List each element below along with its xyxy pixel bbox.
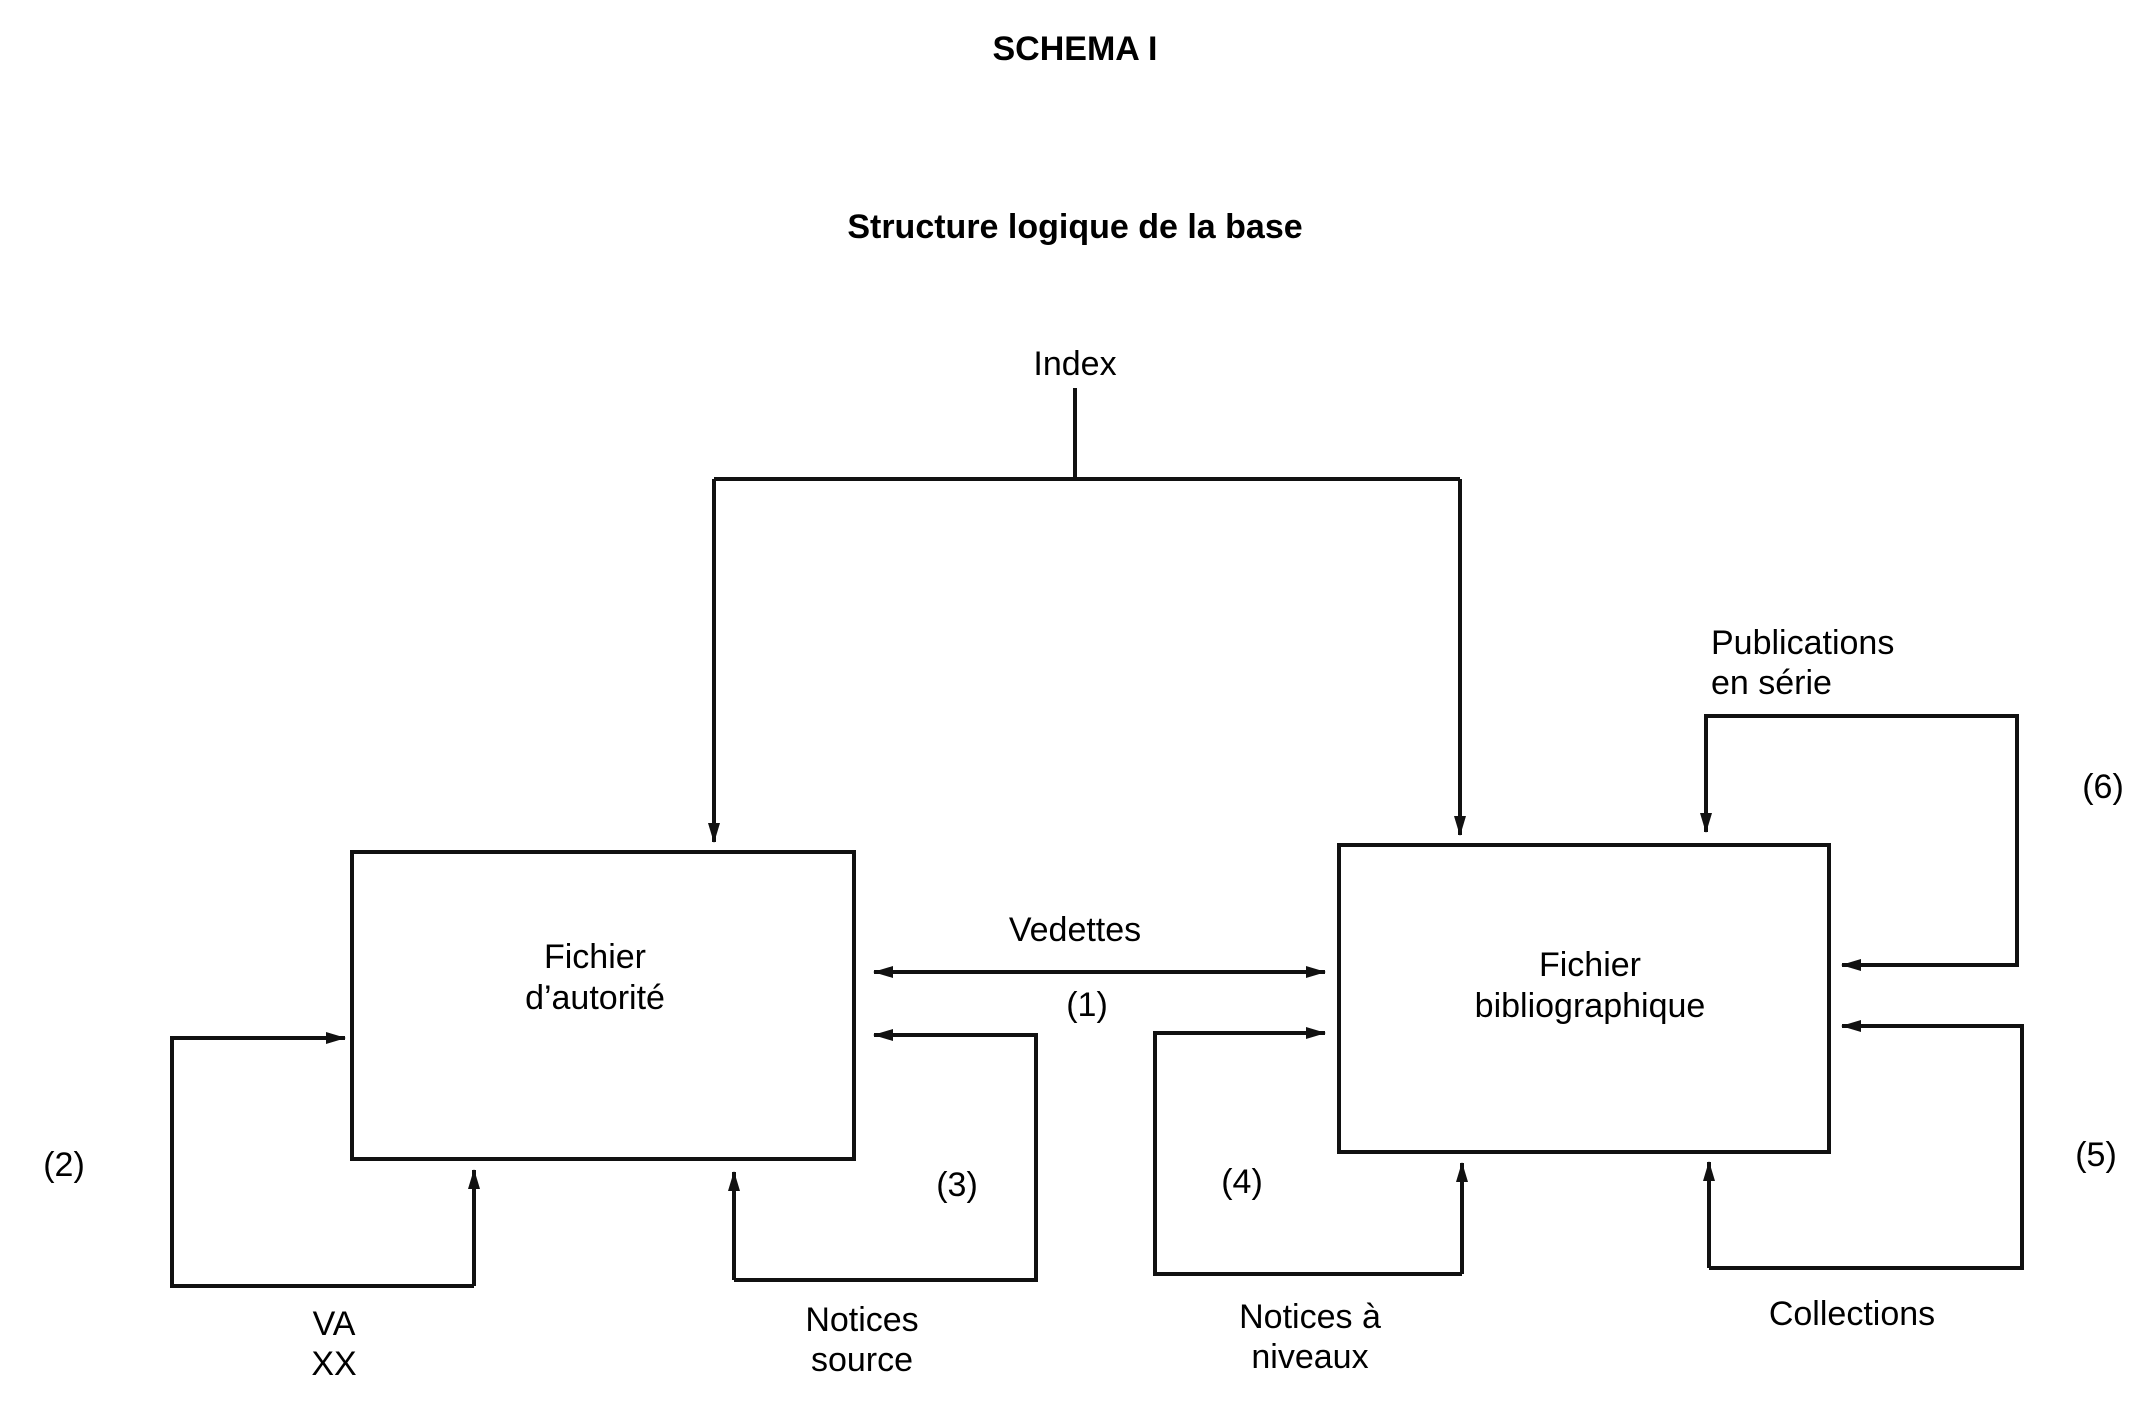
- loop-3-label-line2: source: [811, 1341, 913, 1379]
- loop-5-label: Collections: [1769, 1295, 1935, 1333]
- loop-3-path: [734, 1029, 1038, 1282]
- index-label: Index: [1033, 345, 1116, 383]
- loop-6-label-line1: Publications: [1711, 624, 1894, 662]
- loop-4-number: (4): [1221, 1163, 1263, 1201]
- vedettes-number: (1): [1066, 986, 1108, 1024]
- authority-file-label-line2: d’autorité: [525, 979, 665, 1017]
- loop-6-label-line2: en série: [1711, 664, 1832, 702]
- loop-3-number: (3): [936, 1166, 978, 1204]
- loop-4-label-line1: Notices à: [1239, 1298, 1381, 1336]
- loop-2-label-line2: XX: [311, 1345, 356, 1383]
- authority-file-box: [350, 850, 856, 1161]
- vedettes-label: Vedettes: [1009, 911, 1141, 949]
- bibliographic-file-box: [1337, 843, 1831, 1154]
- loop-6-path: [1700, 714, 2019, 971]
- bibliographic-file-label-line2: bibliographique: [1475, 987, 1706, 1025]
- loop-4-path: [1153, 1027, 1462, 1276]
- loop-2-number: (2): [43, 1146, 85, 1184]
- loop-5-path: [1709, 1020, 2024, 1270]
- loop-2-label-line1: VA: [313, 1305, 356, 1343]
- diagram-title: SCHEMA I: [993, 30, 1158, 68]
- authority-file-label-line1: Fichier: [544, 938, 646, 976]
- diagram-subtitle: Structure logique de la base: [847, 208, 1302, 246]
- loop-4-label-line2: niveaux: [1251, 1338, 1368, 1376]
- bibliographic-file-label-line1: Fichier: [1539, 946, 1641, 984]
- loop-3-label-line1: Notices: [805, 1301, 918, 1339]
- loop-6-number: (6): [2082, 768, 2124, 806]
- loop-5-number: (5): [2075, 1136, 2117, 1174]
- loop-2-path: [170, 1032, 474, 1288]
